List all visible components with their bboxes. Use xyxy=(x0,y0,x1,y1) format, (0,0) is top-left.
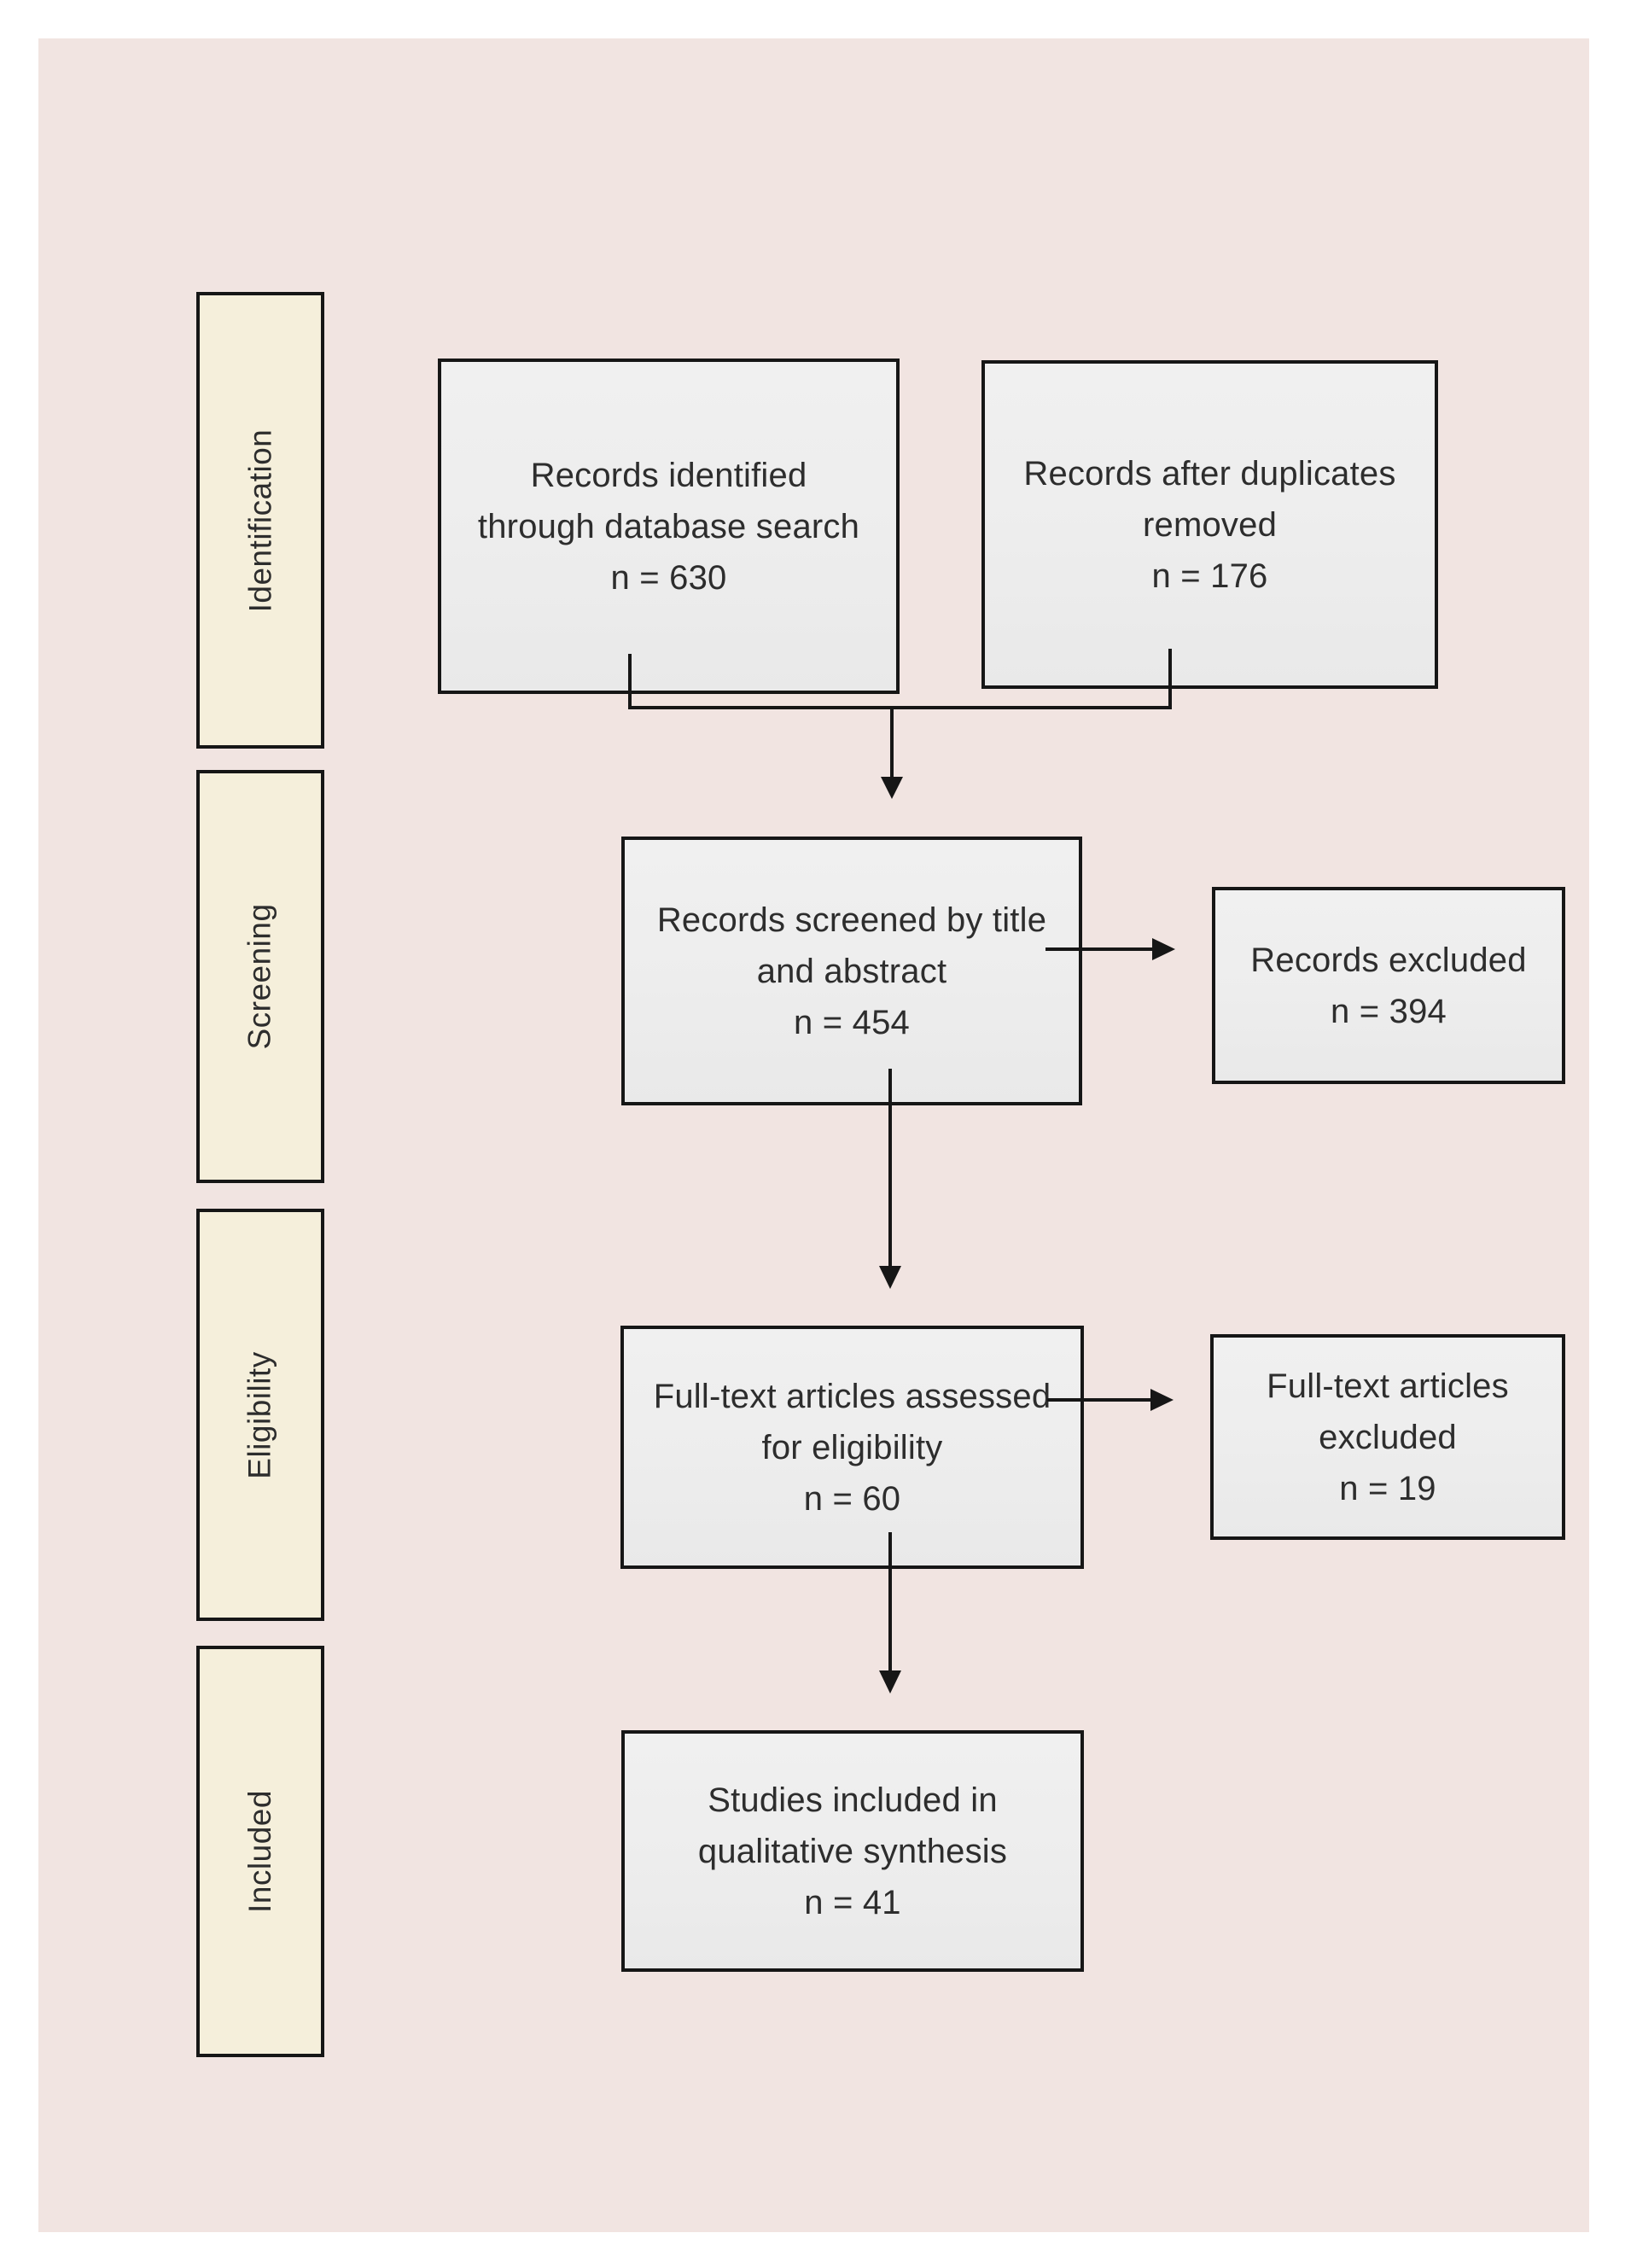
flow-box-fulltext-assessed: Full-text articles assessed for eligibil… xyxy=(620,1326,1084,1569)
flow-box-records-excluded: Records excluded n = 394 xyxy=(1212,887,1565,1084)
stage-label-screening: Screening xyxy=(242,903,278,1050)
flow-box-text-line: excluded xyxy=(1319,1418,1457,1456)
stage-box-included: Included xyxy=(196,1646,324,2057)
flow-box-count: n = 41 xyxy=(804,1883,901,1921)
flow-box-text-line: Full-text articles xyxy=(1267,1367,1509,1405)
flow-box-count: n = 176 xyxy=(1151,557,1268,595)
flow-box-records-screened: Records screened by title and abstract n… xyxy=(621,837,1082,1105)
flow-box-text-line: and abstract xyxy=(756,952,947,990)
flow-box-count: n = 394 xyxy=(1331,992,1447,1030)
flow-box-studies-included: Studies included in qualitative synthesi… xyxy=(621,1730,1084,1972)
flow-box-text-line: through database search xyxy=(477,507,860,545)
diagram-canvas: Identification Screening Eligibility Inc… xyxy=(38,38,1589,2232)
flow-box-text-line: Full-text articles assessed xyxy=(653,1377,1051,1415)
stage-box-screening: Screening xyxy=(196,770,324,1183)
stage-label-eligibility: Eligibility xyxy=(242,1350,277,1479)
stage-label-identification: Identification xyxy=(242,429,277,612)
flow-box-count: n = 60 xyxy=(803,1479,901,1518)
flow-box-text-line: for eligibility xyxy=(761,1428,943,1466)
flow-box-text-line: removed xyxy=(1142,505,1278,544)
flow-box-text-line: Studies included in xyxy=(708,1781,998,1819)
flow-box-count: n = 19 xyxy=(1339,1469,1436,1507)
flow-box-text-line: Records excluded xyxy=(1250,941,1527,979)
flow-box-fulltext-excluded: Full-text articles excluded n = 19 xyxy=(1210,1334,1565,1540)
flow-box-text-line: Records identified xyxy=(530,456,807,494)
stage-box-identification: Identification xyxy=(196,292,324,749)
flow-box-records-after-duplicates: Records after duplicates removed n = 176 xyxy=(981,360,1438,689)
flow-box-text-line: qualitative synthesis xyxy=(697,1832,1008,1870)
flow-box-records-identified: Records identified through database sear… xyxy=(438,359,900,694)
flow-box-count: n = 630 xyxy=(610,558,727,597)
stage-label-included: Included xyxy=(242,1790,278,1913)
flow-box-count: n = 454 xyxy=(794,1003,910,1041)
flow-box-text-line: Records after duplicates xyxy=(1023,454,1396,493)
flow-box-text-line: Records screened by title xyxy=(656,901,1047,939)
stage-box-eligibility: Eligibility xyxy=(196,1209,324,1621)
